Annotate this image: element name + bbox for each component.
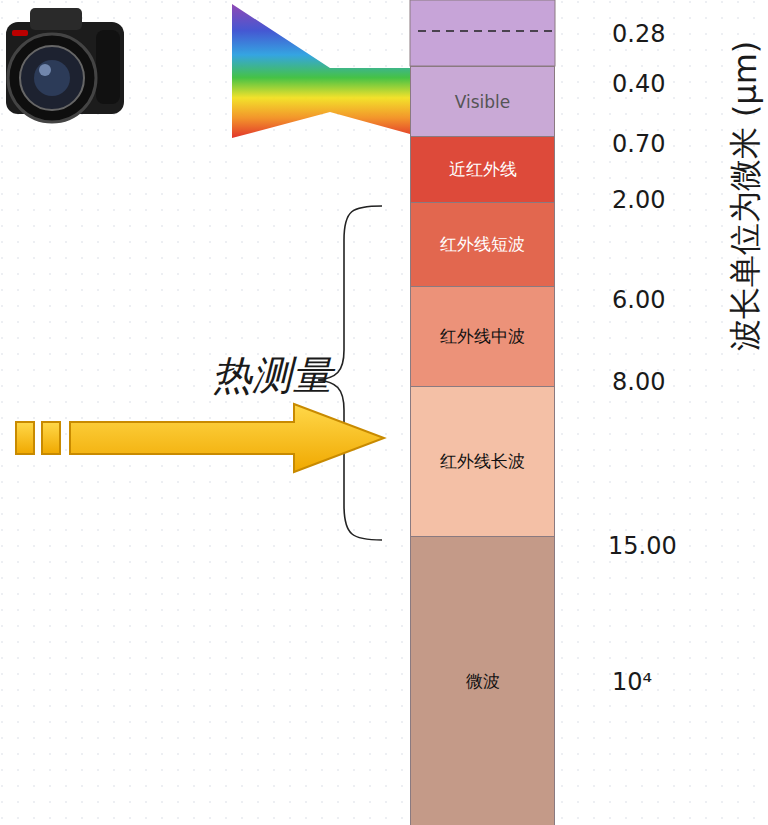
wavelength-value: 6.00 (612, 286, 665, 314)
wavelength-value: 8.00 (612, 368, 665, 396)
band-label: 红外线短波 (440, 233, 525, 256)
band-label: 微波 (466, 670, 500, 693)
wavelength-value: 0.28 (612, 20, 665, 48)
axis-unit-label: 波长单位为微米 (μm) (724, 41, 768, 352)
wavelength-value: 10⁴ (612, 668, 652, 696)
rainbow-funnel (232, 4, 410, 138)
yellow-arrow (16, 404, 384, 472)
camera-icon (6, 8, 124, 122)
wavelength-value: 2.00 (612, 186, 665, 214)
band-label: Visible (455, 92, 511, 112)
spectrum-band: 红外线短波 (410, 202, 555, 286)
heat-measure-label: 热测量 (212, 348, 332, 403)
uv-band (410, 0, 555, 66)
wavelength-value: 15.00 (608, 532, 677, 560)
wavelength-value: 0.40 (612, 70, 665, 98)
band-label: 红外线长波 (440, 450, 525, 473)
spectrum-band: 近红外线 (410, 136, 555, 202)
spectrum-band: Visible (410, 66, 555, 136)
spectrum-band: 红外线中波 (410, 286, 555, 386)
band-label: 红外线中波 (440, 325, 525, 348)
spectrum-band: 红外线长波 (410, 386, 555, 536)
band-label: 近红外线 (449, 158, 517, 181)
dashed-line (418, 30, 552, 32)
wavelength-value: 0.70 (612, 130, 665, 158)
spectrum-band: 微波 (410, 536, 555, 825)
